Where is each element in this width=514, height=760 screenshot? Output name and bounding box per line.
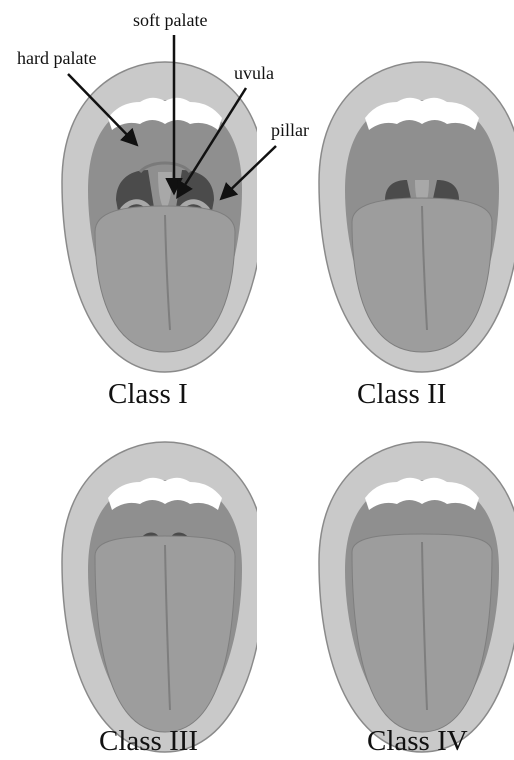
uvula-arrow xyxy=(178,88,246,196)
hard-palate-arrow xyxy=(68,74,136,144)
pillar-arrow xyxy=(222,146,276,198)
